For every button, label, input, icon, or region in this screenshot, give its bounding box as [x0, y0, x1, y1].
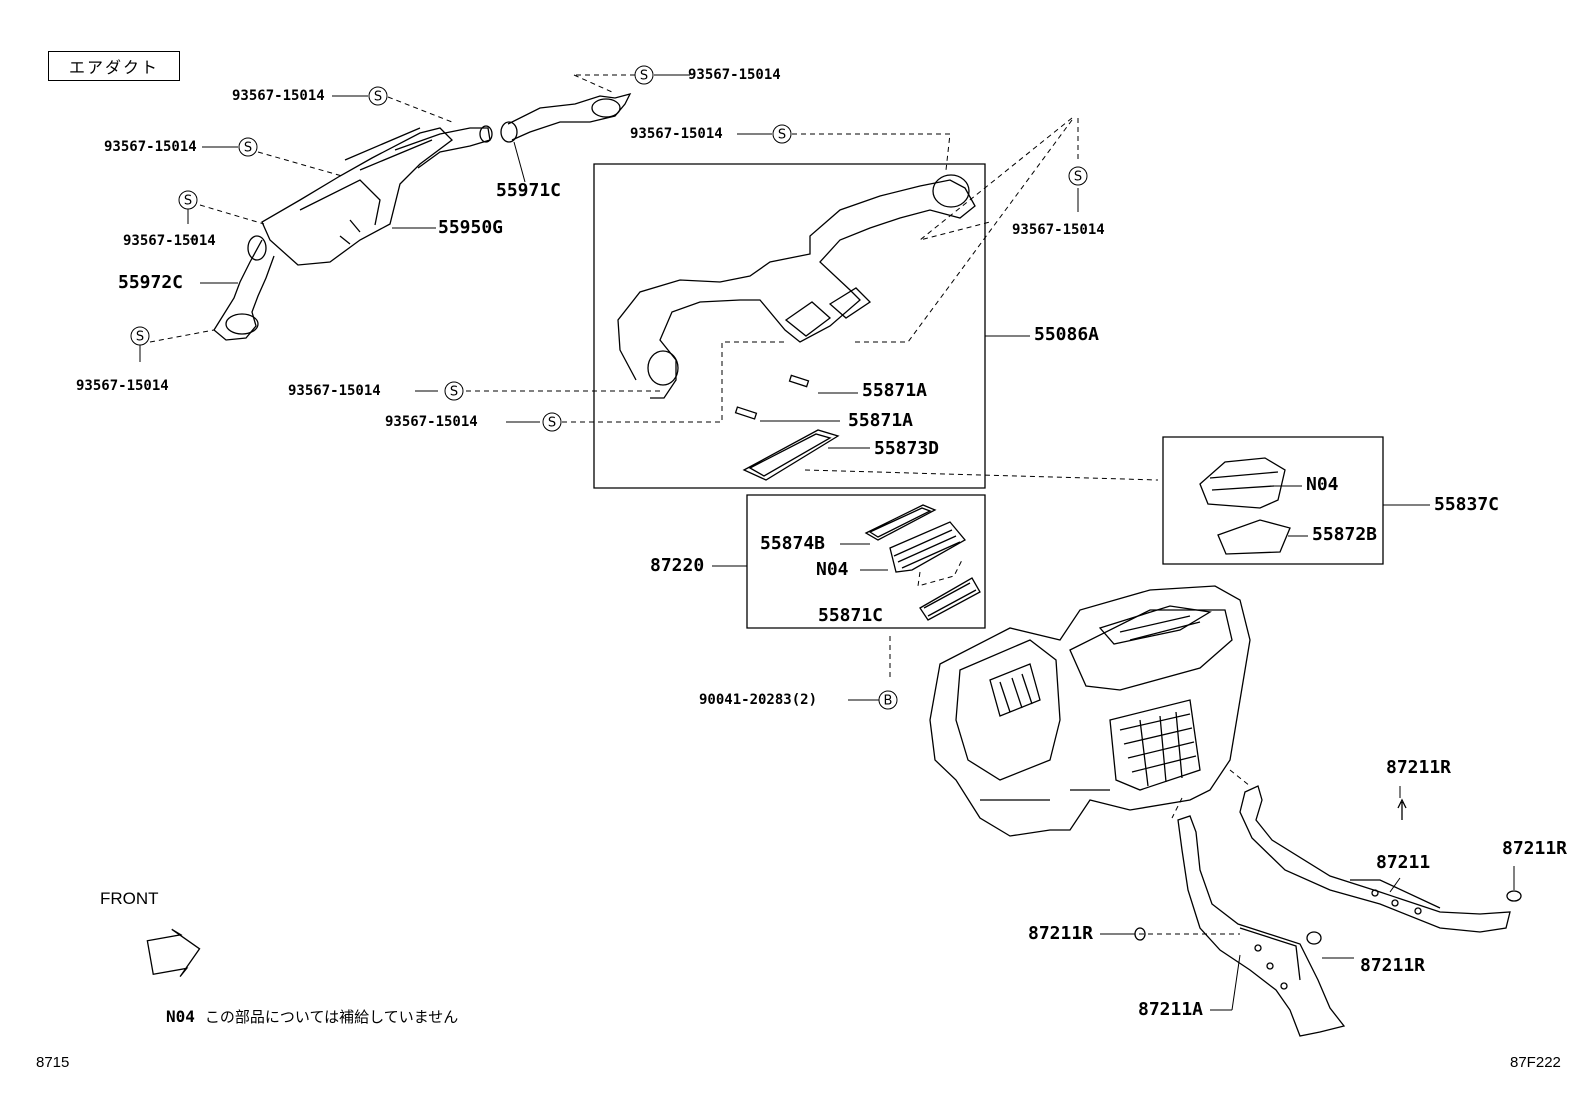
footnote: N04 この部品については補給していません	[166, 1006, 458, 1027]
s-marker-icon: S	[131, 327, 149, 345]
part-label-87211R: 87211R	[1386, 757, 1452, 778]
duct-55950G-drawing	[262, 126, 492, 265]
duct-N04-55837C-drawing	[1200, 458, 1285, 508]
s-marker-icon: S	[179, 191, 197, 209]
gasket-55874B-drawing	[866, 505, 935, 540]
diagram-title: エアダクト	[48, 51, 180, 81]
part-label-93567-15014: 93567-15014	[630, 126, 723, 142]
diagram-code-left: 8715	[36, 1054, 70, 1071]
assembly-box-55837C	[1163, 437, 1383, 564]
diagram-code-right: 87F222	[1510, 1054, 1561, 1071]
part-label-55871A: 55871A	[848, 410, 914, 431]
gasket-55871A-2-drawing	[736, 407, 757, 419]
part-label-55950G: 55950G	[438, 217, 504, 238]
part-label-93567-15014: 93567-15014	[123, 233, 216, 249]
part-label-93567-15014: 93567-15014	[232, 88, 325, 104]
s-marker-text: S	[244, 141, 252, 156]
part-label-55872B: 55872B	[1312, 524, 1378, 545]
part-label-55837C: 55837C	[1434, 494, 1500, 515]
part-label-55972C: 55972C	[118, 272, 184, 293]
part-label-87211A: 87211A	[1138, 999, 1204, 1020]
hose-55972C-drawing	[214, 236, 274, 340]
front-direction-label: FRONT	[100, 889, 159, 908]
gasket-55872B-drawing	[1218, 520, 1290, 554]
clip-87211R-drawing	[1398, 800, 1406, 820]
hose-55971C-drawing	[501, 94, 630, 142]
gasket-55871C-drawing	[920, 578, 980, 620]
s-marker-text: S	[548, 416, 556, 431]
footnote-code: N04	[166, 1007, 195, 1026]
s-marker-text: S	[450, 385, 458, 400]
s-marker-text: S	[1074, 170, 1082, 185]
s-marker-icon: S	[543, 413, 561, 431]
part-label-87211: 87211	[1376, 852, 1431, 873]
part-label-55086A: 55086A	[1034, 324, 1100, 345]
part-label-87211R: 87211R	[1028, 923, 1094, 944]
part-label-93567-15014: 93567-15014	[104, 139, 197, 155]
rear-duct-87211A-drawing	[1178, 816, 1344, 1036]
grommet-87211R-bottom-drawing	[1307, 932, 1321, 944]
part-label-93567-15014: 93567-15014	[76, 378, 169, 394]
part-label-87211R: 87211R	[1502, 838, 1568, 859]
rear-duct-87211-drawing	[1240, 786, 1510, 932]
grommet-87211R-right-drawing	[1507, 891, 1521, 901]
assembly-box-87220	[747, 495, 985, 628]
s-marker-icons: S S S S S S S S S B	[131, 66, 1087, 709]
part-label-N04: N04	[1306, 474, 1339, 495]
s-marker-text: S	[374, 90, 382, 105]
s-marker-text: S	[136, 330, 144, 345]
part-label-93567-15014: 93567-15014	[688, 67, 781, 83]
gasket-55871A-1-drawing	[790, 375, 809, 386]
s-marker-icon: S	[1069, 167, 1087, 185]
gasket-55873D-drawing	[744, 430, 838, 480]
part-label-55873D: 55873D	[874, 438, 940, 459]
part-label-55871C: 55871C	[818, 605, 884, 626]
part-label-N04: N04	[816, 559, 849, 580]
part-label-55871A: 55871A	[862, 380, 928, 401]
s-marker-icon: S	[369, 87, 387, 105]
part-label-93567-15014: 93567-15014	[385, 414, 478, 430]
part-label-55874B: 55874B	[760, 533, 826, 554]
s-marker-icon: S	[773, 125, 791, 143]
s-marker-text: S	[640, 69, 648, 84]
s-marker-text: S	[184, 194, 192, 209]
front-arrow-icon	[146, 925, 204, 981]
b-marker-text: B	[884, 694, 893, 709]
part-label-55971C: 55971C	[496, 180, 562, 201]
s-marker-icon: S	[239, 138, 257, 156]
duct-55086A-drawing	[618, 175, 975, 398]
b-marker-icon: B	[879, 691, 897, 709]
part-label-93567-15014: 93567-15014	[288, 383, 381, 399]
s-marker-text: S	[778, 128, 786, 143]
part-label-93567-15014: 93567-15014	[1012, 222, 1105, 238]
hvac-unit-drawing	[930, 586, 1250, 836]
footnote-text: この部品については補給していません	[204, 1008, 459, 1026]
part-label-90041-20283: 90041-20283(2)	[699, 692, 818, 708]
part-label-87220: 87220	[650, 555, 705, 576]
s-marker-icon: S	[445, 382, 463, 400]
part-label-87211R: 87211R	[1360, 955, 1426, 976]
assembly-box-55086A	[594, 164, 985, 488]
duct-N04-87220-drawing	[890, 522, 965, 572]
s-marker-icon: S	[635, 66, 653, 84]
